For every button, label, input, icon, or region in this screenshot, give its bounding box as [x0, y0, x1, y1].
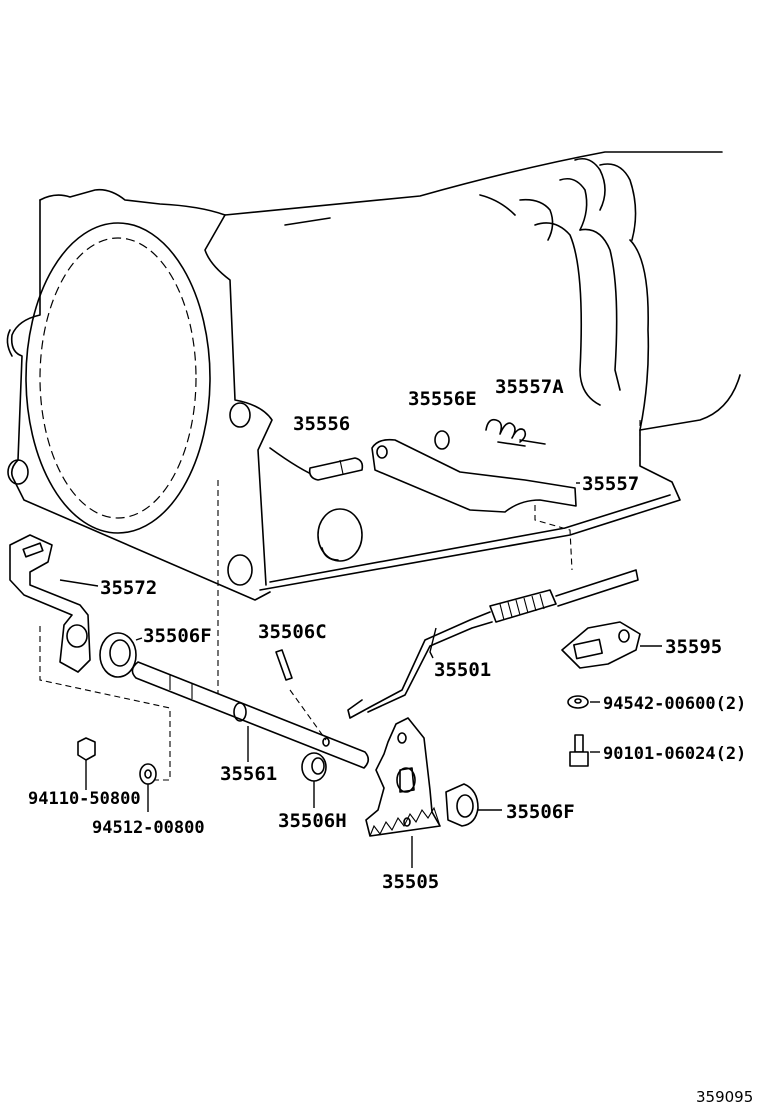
part-94542-washer — [567, 695, 589, 709]
label-35505: 35505 — [382, 871, 439, 893]
label-35557: 35557 — [582, 473, 639, 495]
label-94512: 94512-00800 — [92, 818, 205, 838]
transmission-housing — [6, 151, 741, 601]
part-35557A-spring — [485, 418, 546, 447]
part-35506F-left-bushing — [99, 632, 137, 678]
part-35561-shaft — [131, 661, 370, 769]
label-35506F-left: 35506F — [143, 625, 212, 647]
part-35506H-bushing — [301, 752, 327, 782]
label-90101: 90101-06024(2) — [603, 744, 746, 764]
label-35506H: 35506H — [278, 810, 347, 832]
label-35556: 35556 — [293, 413, 350, 435]
label-94110: 94110-50800 — [28, 789, 141, 809]
reference-lines — [39, 420, 641, 781]
diagram-reference-number: 359095 — [696, 1088, 753, 1106]
part-35556-pin — [308, 457, 364, 481]
part-35506F-right-bushing — [445, 783, 479, 827]
part-35557-lever — [371, 438, 577, 513]
label-35595: 35595 — [665, 636, 722, 658]
part-35595-bracket — [561, 621, 641, 669]
label-35556E: 35556E — [408, 388, 477, 410]
part-35556E-clip — [434, 430, 450, 450]
part-labels: 35556 35556E 35557A 35557 35572 35506F 3… — [28, 376, 753, 1106]
label-35557A: 35557A — [495, 376, 564, 398]
label-35572: 35572 — [100, 577, 157, 599]
label-35501: 35501 — [434, 659, 491, 681]
part-35501-cable — [347, 569, 639, 719]
part-35572-bracket — [9, 534, 91, 673]
part-94512-washer — [139, 763, 157, 785]
label-94542: 94542-00600(2) — [603, 694, 746, 714]
part-35506C-pin — [275, 649, 330, 747]
part-35505-sector — [365, 717, 441, 837]
label-35561: 35561 — [220, 763, 277, 785]
label-35506F-right: 35506F — [506, 801, 575, 823]
part-94110-nut — [77, 737, 96, 761]
label-35506C: 35506C — [258, 621, 327, 643]
leader-lines — [59, 482, 662, 868]
part-90101-bolt — [569, 734, 589, 767]
